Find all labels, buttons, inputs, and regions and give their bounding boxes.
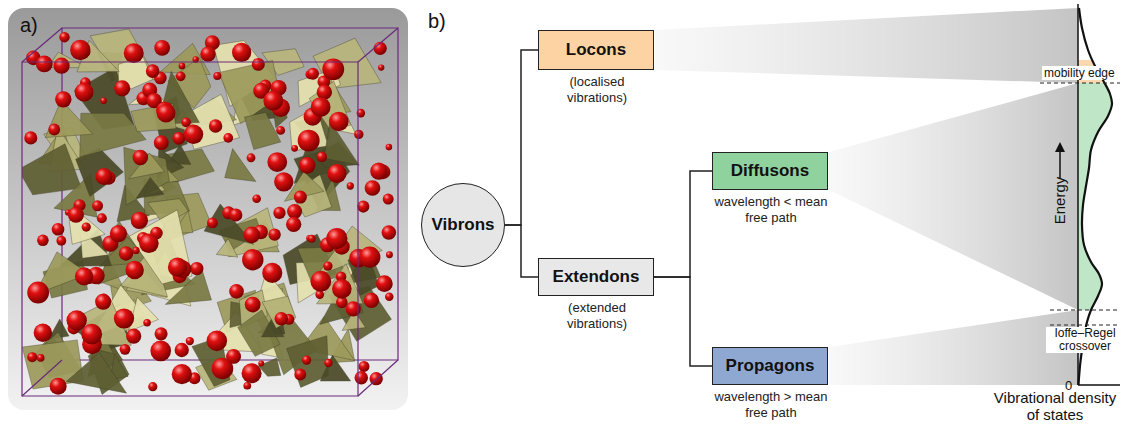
node-title: Extendons bbox=[553, 267, 640, 287]
threshold-line bbox=[1040, 83, 1120, 84]
node-title: Diffusons bbox=[731, 161, 809, 181]
category-box: Diffusonswavelength < mean free path bbox=[712, 152, 828, 190]
structure-model bbox=[18, 28, 398, 396]
node-description: wavelength > mean free path bbox=[712, 389, 830, 420]
threshold-line bbox=[1050, 325, 1120, 326]
vdos-plot bbox=[1040, 4, 1124, 385]
tree-connector bbox=[505, 50, 538, 225]
axis-label: Vibrational density of states bbox=[990, 390, 1120, 423]
projection-wedge bbox=[829, 310, 1078, 385]
tree-connector bbox=[654, 277, 712, 366]
axis-label: Energy bbox=[1052, 176, 1069, 224]
node-description: wavelength < mean free path bbox=[712, 194, 830, 225]
node-description: (localised vibrations) bbox=[547, 74, 647, 105]
category-box: Locons(localised vibrations) bbox=[538, 30, 654, 70]
panel-background bbox=[8, 8, 408, 410]
projection-wedges bbox=[655, 8, 1078, 385]
threshold-line bbox=[1050, 310, 1120, 311]
node-title: Locons bbox=[566, 40, 626, 60]
projection-wedge bbox=[655, 8, 1078, 83]
panel-label: a) bbox=[20, 14, 38, 37]
tree-connector bbox=[654, 171, 712, 277]
threshold-label: mobility edge bbox=[1042, 66, 1117, 80]
node-title: Vibrons bbox=[432, 215, 495, 235]
category-box: Propagonswavelength > mean free path bbox=[712, 347, 828, 385]
tree-connector bbox=[505, 225, 538, 277]
node-title: Propagons bbox=[726, 356, 815, 376]
panel-label: b) bbox=[428, 10, 446, 33]
category-box: Extendons(extended vibrations) bbox=[538, 258, 654, 296]
node-description: (extended vibrations) bbox=[547, 300, 647, 331]
threshold-label: Ioffe–Regel crossover bbox=[1046, 327, 1124, 353]
energy-arrow bbox=[1059, 150, 1061, 178]
category-circle: Vibrons bbox=[421, 183, 505, 267]
projection-wedge bbox=[829, 83, 1078, 310]
